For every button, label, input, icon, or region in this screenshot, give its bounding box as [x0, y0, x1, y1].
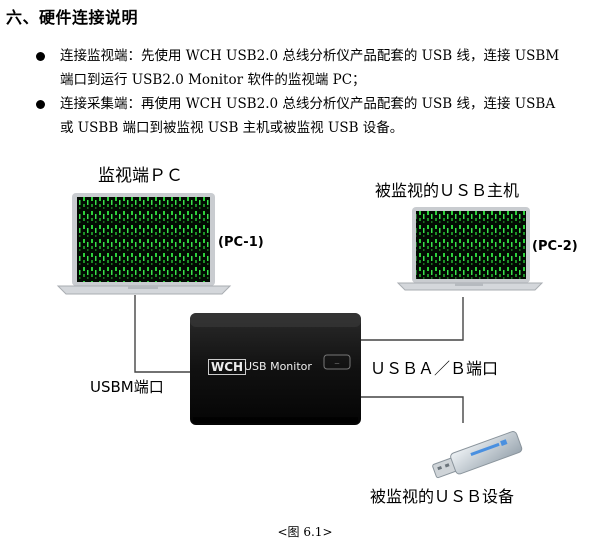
usbm-port-label: USBM端口 — [90, 378, 164, 396]
figure-caption: <图 6.1> — [277, 525, 333, 539]
usb-monitor-box-icon: — — [190, 313, 361, 425]
bullet-line: 或 USBB 端口到被监视 USB 主机或被监视 USB 设备。 — [60, 120, 404, 136]
connection-diagram: — 监视端ＰＣ (PC-1) 被监视的ＵＳＢ主机 (PC-2) USBM端口 Ｕ… — [50, 155, 610, 515]
diagram-drawing: — — [56, 193, 544, 479]
laptop-pc1-icon — [56, 193, 232, 295]
bullet-item: 连接监视端：先使用 WCH USB2.0 总线分析仪产品配套的 USB 线，连接… — [36, 44, 606, 92]
svg-text:—: — — [335, 361, 340, 367]
cable-usbm-line — [134, 295, 190, 373]
section-heading: 六、硬件连接说明 — [6, 8, 139, 27]
bullet-line: 连接采集端：再使用 WCH USB2.0 总线分析仪产品配套的 USB 线，连接… — [60, 96, 556, 112]
pc2-title: 被监视的ＵＳＢ主机 — [375, 181, 520, 200]
device-label: 被监视的ＵＳＢ设备 — [370, 487, 515, 506]
usbab-port-label: ＵＳＢＡ／Ｂ端口 — [370, 359, 499, 378]
usb-device-icon — [432, 431, 523, 479]
box-text: USB Monitor — [244, 360, 312, 373]
bullet-item: 连接采集端：再使用 WCH USB2.0 总线分析仪产品配套的 USB 线，连接… — [36, 92, 606, 140]
pc2-tag: (PC-2) — [532, 239, 578, 254]
bullet-list: 连接监视端：先使用 WCH USB2.0 总线分析仪产品配套的 USB 线，连接… — [36, 44, 606, 140]
bullet-dot — [36, 52, 45, 61]
pc1-title: 监视端ＰＣ — [98, 166, 183, 186]
cable-usbb-line — [361, 396, 464, 423]
bullet-line: 连接监视端：先使用 WCH USB2.0 总线分析仪产品配套的 USB 线，连接… — [60, 48, 560, 64]
bullet-dot — [36, 100, 45, 109]
laptop-pc2-icon — [396, 207, 544, 291]
box-brand: WCH — [208, 359, 247, 375]
pc1-tag: (PC-1) — [218, 235, 264, 250]
cable-usba-line — [361, 297, 464, 341]
bullet-line: 端口到运行 USB2.0 Monitor 软件的监视端 PC； — [60, 72, 366, 88]
